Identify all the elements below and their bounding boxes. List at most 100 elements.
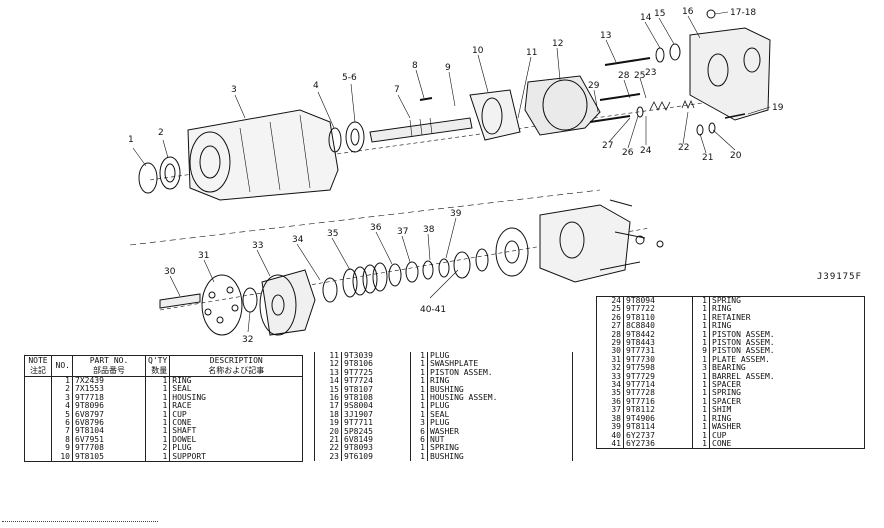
- note-cell: [24, 393, 52, 403]
- callout-31: 31: [198, 251, 209, 261]
- cell-qty: 1: [410, 452, 428, 462]
- cell-desc: NUT: [430, 435, 445, 445]
- callout-25: 25: [634, 71, 645, 81]
- cell-no: 13: [314, 368, 342, 378]
- cell-part: 9T8093: [341, 444, 411, 453]
- cell-qty: 1: [410, 359, 428, 369]
- callout-40-41: 40-41: [420, 305, 446, 315]
- cell-no: 3: [51, 393, 73, 403]
- cell-qty: 1: [410, 410, 428, 420]
- cell-no: 15: [314, 385, 342, 395]
- cell-part: 7X2439: [72, 376, 146, 386]
- cell-qty: 1: [145, 393, 171, 403]
- cell-qty: 1: [692, 330, 710, 340]
- cell-no: 11: [314, 351, 342, 361]
- cell-part: 6V7951: [72, 435, 146, 445]
- cell-part: 9T8110: [623, 313, 693, 323]
- cell-desc: SPACER: [712, 396, 741, 406]
- cell-part: 9T8105: [72, 452, 146, 462]
- cell-no: 5: [51, 410, 73, 420]
- cell-no: 16: [314, 393, 342, 403]
- cell-no: 1: [51, 376, 73, 386]
- cell-no: 28: [596, 330, 624, 340]
- cell-qty: 1: [692, 304, 710, 314]
- part-ring-1: [138, 162, 158, 194]
- cell-qty: 3: [410, 418, 428, 428]
- cell-no: 24: [596, 296, 624, 306]
- cell-no: 37: [596, 405, 624, 415]
- cell-part: 9T8108: [341, 393, 411, 403]
- note-cell: [24, 402, 52, 411]
- callout-1: 1: [128, 135, 134, 145]
- cell-qty: 1: [692, 422, 710, 432]
- callout-32: 32: [242, 335, 253, 345]
- callout-7: 7: [394, 85, 400, 95]
- header-no: NO.: [51, 355, 73, 377]
- cell-part: 9S8004: [341, 402, 411, 411]
- cell-part: 6Y2737: [623, 431, 693, 440]
- callout-24: 24: [640, 146, 652, 156]
- cell-desc: PLUG: [172, 443, 192, 453]
- cell-no: 38: [596, 414, 624, 424]
- callout-12: 12: [552, 39, 563, 49]
- cell-desc: PISTON ASSEM.: [712, 338, 775, 348]
- cell-no: 25: [596, 304, 624, 314]
- cell-desc: BUSHING: [430, 384, 464, 394]
- cell-qty: 1: [145, 376, 171, 386]
- note-cell: [24, 410, 52, 420]
- cell-no: 41: [596, 439, 624, 449]
- cell-qty: 1: [692, 338, 710, 348]
- cell-part: 9T8443: [623, 338, 693, 348]
- cell-part: 6V8797: [72, 410, 146, 420]
- cell-qty: 6: [410, 435, 428, 445]
- cell-no: 27: [596, 321, 624, 331]
- cell-qty: 1: [145, 452, 171, 462]
- cell-no: 35: [596, 389, 624, 398]
- cell-desc: RING: [712, 321, 732, 331]
- callout-5-6: 5-6: [342, 73, 357, 83]
- cell-desc: RING: [712, 304, 732, 314]
- cell-part: 9T7708: [72, 443, 146, 453]
- cell-no: 22: [314, 444, 342, 453]
- header-part-no: PART NO.部品番号: [72, 355, 146, 377]
- cell-part: 9T8112: [623, 405, 693, 415]
- cell-desc: RING: [172, 376, 192, 385]
- cell-desc: PLUG: [430, 351, 450, 360]
- cell-qty: 1: [410, 402, 428, 411]
- cell-part: 6V8796: [72, 418, 146, 428]
- callout-20: 20: [730, 151, 742, 161]
- cell-qty: 1: [145, 427, 171, 436]
- cell-qty: 1: [410, 385, 428, 395]
- cell-desc: BEARING: [712, 363, 746, 373]
- callout-17-18: 17-18: [730, 8, 756, 18]
- cell-part: 9T8442: [623, 330, 693, 340]
- callout-22: 22: [678, 143, 689, 153]
- cell-desc: CONE: [172, 418, 192, 428]
- cell-qty: 1: [410, 444, 428, 453]
- cell-no: 6: [51, 418, 73, 428]
- callout-3: 3: [231, 85, 237, 95]
- cell-qty: 9: [692, 347, 710, 356]
- cell-qty: 1: [692, 389, 710, 398]
- callout-16: 16: [682, 7, 694, 17]
- cell-part: 7X1553: [72, 384, 146, 394]
- callout-4: 4: [313, 81, 319, 91]
- cell-no: 20: [314, 427, 342, 437]
- cell-no: 19: [314, 418, 342, 428]
- cell-desc: PISTON ASSEM.: [712, 329, 775, 339]
